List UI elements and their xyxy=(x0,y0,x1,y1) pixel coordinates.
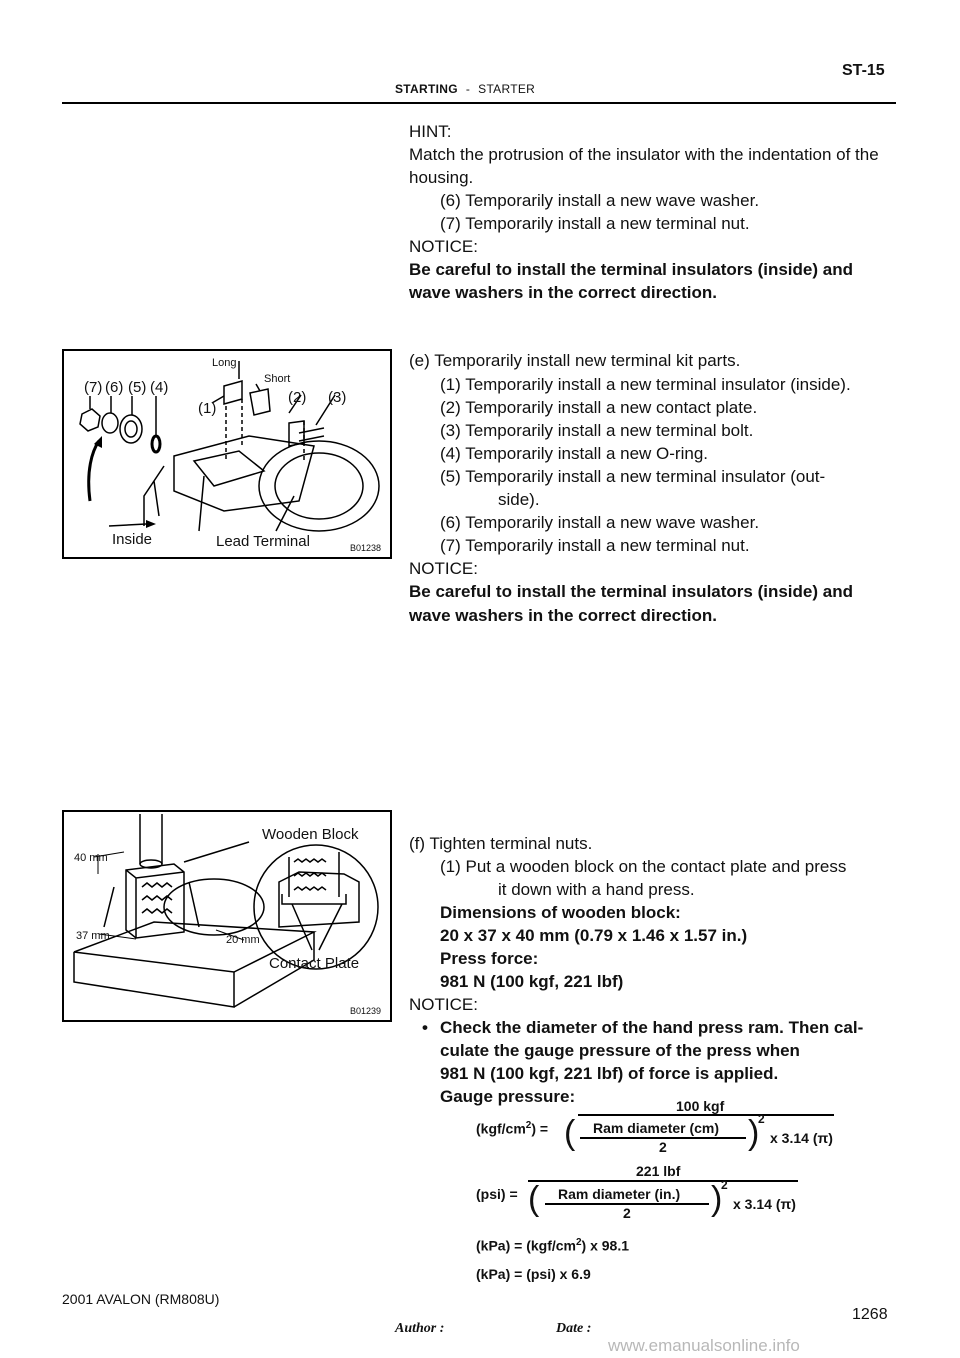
page-code: ST-15 xyxy=(842,62,885,79)
notice-2-line-2: wave washers in the correct direction. xyxy=(409,606,718,625)
formula-4: (kPa) = (psi) x 6.9 xyxy=(476,1266,591,1282)
formula-1-inner-bar xyxy=(580,1137,746,1139)
notice-label: NOTICE: xyxy=(409,237,478,256)
step-f-1-line-1: (1) Put a wooden block on the contact pl… xyxy=(440,857,847,876)
notice-3-line-4: Gauge pressure: xyxy=(440,1087,576,1106)
section-title: STARTING-STARTER xyxy=(395,82,535,96)
terminal-kit-figure: (7) (6) (5) (4) (1) (2) (3) Long Short I… xyxy=(62,349,392,559)
formula-2-tail: x 3.14 (π) xyxy=(733,1196,796,1212)
section-separator: - xyxy=(465,82,471,96)
label-lead-terminal: Lead Terminal xyxy=(216,533,310,550)
formula-1-numerator: 100 kgf xyxy=(676,1098,725,1114)
terminal-kit-illustration xyxy=(79,361,380,532)
formula-1-lhs-b: ) = xyxy=(531,1120,549,1137)
formula-2-inner-numerator: Ram diameter (in.) xyxy=(558,1186,681,1202)
formula-1-left-paren: ( xyxy=(564,1114,576,1152)
label-contact-plate: Contact Plate xyxy=(269,955,360,972)
step-e-5-cont: side). xyxy=(498,490,540,509)
step-e-6: (6) Temporarily install a new wave washe… xyxy=(440,513,760,532)
step-e-1: (1) Temporarily install a new terminal i… xyxy=(440,375,851,394)
formula-1-tail: x 3.14 (π) xyxy=(770,1130,833,1146)
formula-2-left-paren: ( xyxy=(528,1180,540,1218)
notice-line-1: Be careful to install the terminal insul… xyxy=(409,260,853,279)
label-2: (2) xyxy=(288,389,307,406)
notice-line-2: wave washers in the correct direction. xyxy=(409,283,718,302)
footer-date-label: Date : xyxy=(556,1321,592,1336)
notice-label-2: NOTICE: xyxy=(409,559,478,578)
dimensions-label: Dimensions of wooden block: xyxy=(440,903,681,922)
dimensions-value: 20 x 37 x 40 mm (0.79 x 1.46 x 1.57 in.) xyxy=(440,926,748,945)
formula-1-inner-numerator: Ram diameter (cm) xyxy=(593,1120,720,1136)
step-e-2: (2) Temporarily install a new contact pl… xyxy=(440,398,758,417)
formula-1-inner-denominator: 2 xyxy=(659,1139,667,1155)
bullet: • xyxy=(422,1018,428,1037)
dimension-20mm: 20 mm xyxy=(226,934,260,946)
label-3: (3) xyxy=(328,389,347,406)
formula-2-fraction-bar xyxy=(528,1180,798,1182)
step-e-3: (3) Temporarily install a new terminal b… xyxy=(440,421,754,440)
step-e-4: (4) Temporarily install a new O-ring. xyxy=(440,444,708,463)
subsection-name: STARTER xyxy=(478,82,536,96)
formula-3: (kPa) = (kgf/cm2) x 98.1 xyxy=(476,1237,629,1254)
notice-3-line-3: 981 N (100 kgf, 221 lbf) of force is app… xyxy=(440,1064,779,1083)
label-4: (4) xyxy=(150,379,169,396)
step-f-heading: (f) Tighten terminal nuts. xyxy=(409,834,593,853)
formula-1-lhs-a: (kgf/cm xyxy=(476,1120,526,1137)
press-force-label: Press force: xyxy=(440,949,539,968)
step-e-heading: (e) Temporarily install new terminal kit… xyxy=(409,351,741,370)
formula-3-b: ) x 98.1 xyxy=(581,1237,630,1254)
formula-2-inner-denominator: 2 xyxy=(623,1205,631,1221)
notice-2-line-1: Be careful to install the terminal insul… xyxy=(409,582,853,601)
footer-author-label: Author : xyxy=(395,1321,445,1336)
formula-2-exponent: 2 xyxy=(721,1178,728,1192)
step-6: (6) Temporarily install a new wave washe… xyxy=(440,191,760,210)
header-rule xyxy=(62,102,896,104)
formula-3-a: (kPa) = (kgf/cm xyxy=(476,1237,576,1254)
formula-1-fraction-bar xyxy=(578,1114,834,1116)
formula-1-right-paren: ) xyxy=(748,1114,760,1152)
step-f-1-line-2: it down with a hand press. xyxy=(498,880,695,899)
label-6: (6) xyxy=(105,379,124,396)
dimension-40mm: 40 mm xyxy=(74,852,108,864)
section-name: STARTING xyxy=(395,82,458,96)
watermark: www.emanualsonline.info xyxy=(608,1336,800,1355)
formula-2-inner-bar xyxy=(545,1203,709,1205)
dimension-37mm: 37 mm xyxy=(76,930,110,942)
label-long: Long xyxy=(212,357,237,369)
label-wooden-block: Wooden Block xyxy=(262,826,359,843)
label-7: (7) xyxy=(84,379,103,396)
formula-2-lhs: (psi) = xyxy=(476,1186,518,1202)
wooden-block-illustration xyxy=(73,814,379,1008)
formula-1-exponent: 2 xyxy=(758,1112,765,1126)
hint-line-1: Match the protrusion of the insulator wi… xyxy=(409,145,879,164)
press-force-value: 981 N (100 kgf, 221 lbf) xyxy=(440,972,624,991)
notice-3-line-1: Check the diameter of the hand press ram… xyxy=(440,1018,864,1037)
label-1: (1) xyxy=(198,400,217,417)
label-inside: Inside xyxy=(112,531,153,548)
notice-3-line-2: culate the gauge pressure of the press w… xyxy=(440,1041,800,1060)
step-e-7: (7) Temporarily install a new terminal n… xyxy=(440,536,750,555)
figure-id: B01238 xyxy=(350,543,382,553)
formula-2-right-paren: ) xyxy=(711,1180,723,1218)
formula-2-numerator: 221 lbf xyxy=(636,1163,681,1179)
notice-label-3: NOTICE: xyxy=(409,995,478,1014)
step-7: (7) Temporarily install a new terminal n… xyxy=(440,214,750,233)
formula-1-lhs-sup: 2 xyxy=(525,1120,532,1131)
hint-label: HINT: xyxy=(409,122,452,141)
footer-model: 2001 AVALON (RM808U) xyxy=(62,1291,220,1307)
label-5: (5) xyxy=(128,379,147,396)
formula-3-sup: 2 xyxy=(575,1237,582,1248)
wooden-block-figure: Wooden Block Contact Plate 40 mm 37 mm 2… xyxy=(62,810,392,1022)
hint-line-2: housing. xyxy=(409,168,474,187)
figure-id-2: B01239 xyxy=(350,1006,382,1016)
label-short: Short xyxy=(264,373,291,385)
formula-1-lhs: (kgf/cm2) = xyxy=(476,1120,548,1137)
step-e-5: (5) Temporarily install a new terminal i… xyxy=(440,467,826,486)
footer-page-number: 1268 xyxy=(852,1306,888,1323)
